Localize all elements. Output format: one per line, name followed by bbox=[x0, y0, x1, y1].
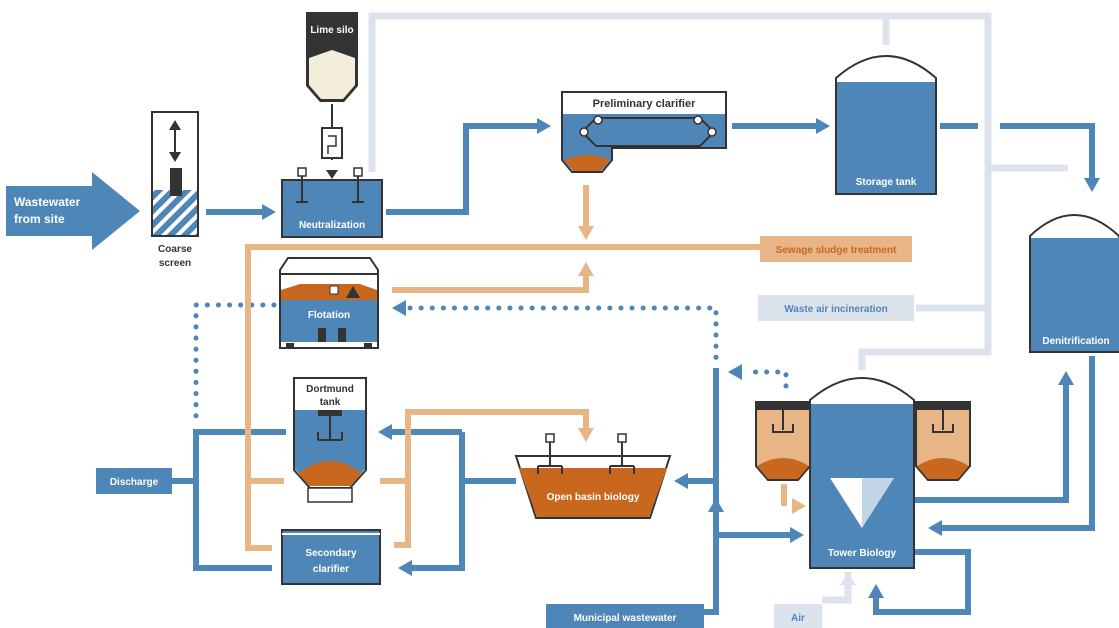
tower-biology: Tower Biology bbox=[755, 377, 971, 569]
dortmund-tank-label-line1: Dortmund bbox=[306, 384, 354, 395]
air-label: Air bbox=[791, 613, 805, 624]
discharge-box: Discharge bbox=[96, 468, 172, 494]
wastewater-from-site-arrow: Wastewater from site bbox=[6, 172, 140, 250]
dortmund-tank-label-line2: tank bbox=[320, 397, 341, 408]
water-lines bbox=[172, 123, 1095, 615]
sewage-sludge-treatment-label: Sewage sludge treatment bbox=[776, 245, 897, 256]
water-arrowheads bbox=[262, 118, 1100, 598]
tower-biology-label: Tower Biology bbox=[828, 548, 897, 559]
sludge-lines bbox=[245, 185, 787, 551]
storage-tank-label: Storage tank bbox=[856, 177, 917, 188]
secondary-clarifier: Secondary clarifier bbox=[281, 529, 381, 585]
flotation-label: Flotation bbox=[308, 310, 350, 321]
flotation-unit: Flotation bbox=[279, 257, 379, 349]
wastewater-from-site-line2: from site bbox=[14, 212, 65, 226]
lime-silo: Lime silo bbox=[306, 12, 358, 179]
air-arrow-up bbox=[840, 573, 856, 585]
dortmund-tank: Dortmund tank bbox=[293, 377, 367, 503]
air-box: Air bbox=[774, 604, 822, 628]
denitrification-label: Denitrification bbox=[1042, 336, 1109, 347]
municipal-wastewater-box: Municipal wastewater bbox=[546, 604, 704, 628]
wastewater-from-site-line1: Wastewater bbox=[14, 195, 81, 209]
open-basin-biology-label: Open basin biology bbox=[547, 492, 640, 503]
open-basin-biology: Open basin biology bbox=[514, 433, 672, 519]
neutralization-label: Neutralization bbox=[299, 220, 365, 231]
secondary-clarifier-label-line1: Secondary bbox=[305, 548, 357, 559]
sludge-arrowheads bbox=[578, 226, 806, 514]
secondary-clarifier-label-line2: clarifier bbox=[313, 564, 349, 575]
dotted-arrowheads bbox=[392, 300, 742, 380]
waste-air-incineration-label: Waste air incineration bbox=[784, 304, 888, 315]
lime-silo-label: Lime silo bbox=[310, 25, 353, 36]
discharge-label: Discharge bbox=[110, 477, 159, 488]
storage-tank: Storage tank bbox=[835, 55, 937, 195]
coarse-screen: Coarse screen bbox=[151, 111, 199, 269]
waste-air-incineration-box: Waste air incineration bbox=[758, 295, 914, 321]
denitrification-tank: Denitrification bbox=[1029, 214, 1119, 353]
coarse-screen-label-line2: screen bbox=[159, 258, 191, 269]
preliminary-clarifier: Preliminary clarifier bbox=[561, 91, 727, 173]
sewage-sludge-treatment-box: Sewage sludge treatment bbox=[760, 236, 912, 262]
coarse-screen-label-line1: Coarse bbox=[158, 244, 192, 255]
recirculation-dotted-lines bbox=[193, 302, 789, 428]
neutralization-tank: Neutralization bbox=[281, 167, 383, 238]
preliminary-clarifier-label: Preliminary clarifier bbox=[593, 98, 696, 110]
municipal-wastewater-label: Municipal wastewater bbox=[574, 613, 677, 624]
